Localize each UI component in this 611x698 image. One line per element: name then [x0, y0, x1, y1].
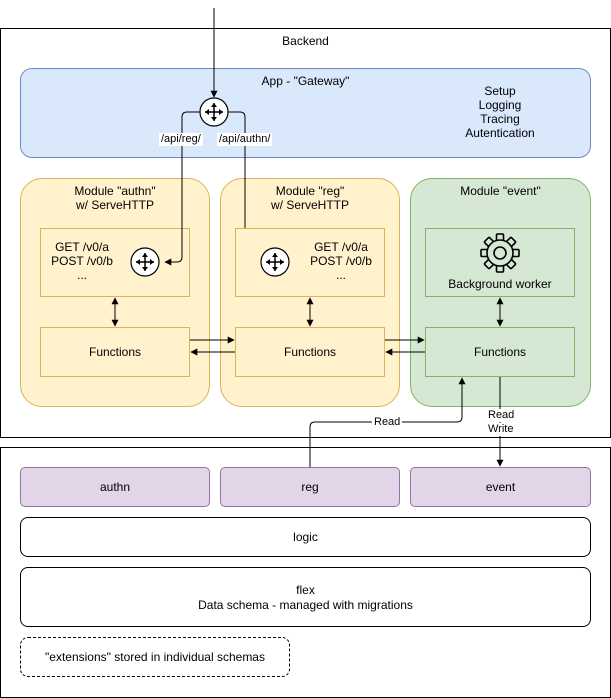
authn-routes: GET /v0/a POST /v0/b ...	[46, 240, 118, 282]
router-icon	[260, 247, 290, 277]
schema-reg: reg	[220, 467, 400, 507]
module-authn-title: Module "authn"	[74, 184, 156, 198]
flex-subtitle: Data schema - managed with migrations	[198, 598, 413, 612]
reg-routes-box	[235, 228, 385, 297]
module-authn-subtitle: w/ ServeHTTP	[75, 198, 154, 212]
schema-authn-label: authn	[99, 480, 131, 494]
schema-event-label: event	[485, 480, 516, 494]
route-item: ...	[335, 268, 346, 282]
event-functions-label: Functions	[473, 345, 527, 359]
schema-reg-label: reg	[301, 480, 319, 494]
authn-functions-box: Functions	[40, 327, 190, 377]
route-item: GET /v0/a	[314, 240, 368, 254]
module-reg-title: Module "reg"	[275, 184, 345, 198]
module-reg-subtitle: w/ ServeHTTP	[270, 198, 349, 212]
router-icon	[199, 97, 229, 127]
feature-tracing: Tracing	[480, 112, 520, 126]
gateway-title: App - "Gateway"	[261, 74, 350, 88]
backend-title: Backend	[282, 34, 329, 48]
flex-title: flex	[296, 583, 315, 597]
schema-event: event	[410, 467, 591, 507]
router-icon	[130, 247, 160, 277]
read-write-label-read: Read	[486, 409, 517, 422]
extensions-box: "extensions" stored in individual schema…	[20, 637, 290, 677]
gear-icon	[480, 233, 520, 273]
worker-label: Background worker	[448, 277, 552, 291]
feature-authentication: Autentication	[465, 126, 535, 140]
route-item: POST /v0/b	[51, 254, 113, 268]
authn-functions-label: Functions	[88, 345, 142, 359]
read-label: Read	[372, 416, 403, 429]
reg-routes: GET /v0/a POST /v0/b ...	[305, 240, 377, 282]
module-event-title: Module "event"	[460, 184, 541, 198]
route-item: GET /v0/a	[55, 240, 109, 254]
gateway-app	[20, 68, 591, 158]
route-reg-edge	[164, 111, 203, 266]
feature-logging: Logging	[478, 98, 522, 112]
route-item: ...	[76, 268, 87, 282]
schema-authn: authn	[20, 467, 210, 507]
flex-schema	[20, 567, 591, 627]
read-write-label-write: Write	[486, 423, 516, 436]
logic-label: logic	[293, 530, 318, 544]
route-item: POST /v0/b	[310, 254, 372, 268]
feature-setup: Setup	[484, 84, 516, 98]
reg-functions-box: Functions	[235, 327, 385, 377]
reg-functions-label: Functions	[283, 345, 337, 359]
logic-schema: logic	[20, 517, 591, 557]
gateway-features: Setup Logging Tracing Autentication	[440, 84, 560, 140]
route-authn-label: /api/authn/	[217, 133, 273, 146]
route-authn-edge	[226, 111, 246, 228]
event-functions-box: Functions	[425, 327, 575, 377]
extensions-label: "extensions" stored in individual schema…	[45, 650, 265, 664]
route-reg-label: /api/reg/	[159, 133, 203, 146]
